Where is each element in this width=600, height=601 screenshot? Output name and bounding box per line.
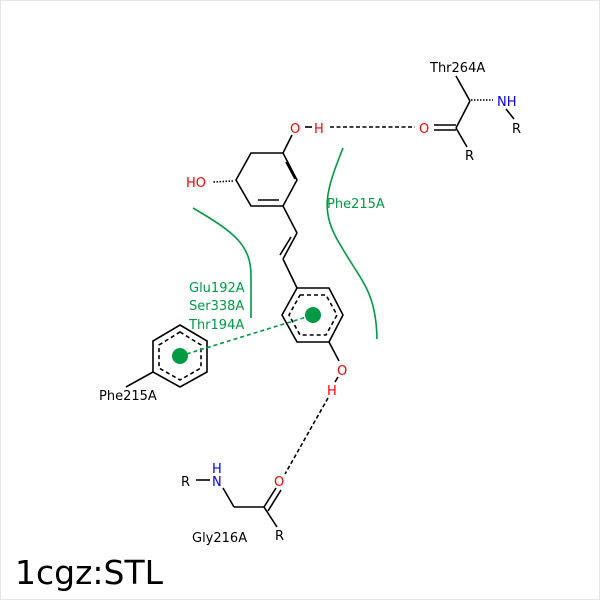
ring-centroid-ligand [305, 307, 321, 323]
atom-o-top: O [290, 122, 300, 137]
label-gly216: Gly216A [192, 531, 247, 546]
atom-r-thr-c: R [465, 149, 474, 164]
atom-r-thr-n: R [512, 122, 521, 137]
label-thr264: Thr264A [429, 61, 485, 76]
hydrophobic-arc-right [326, 147, 378, 340]
hashed-wedge-ho [212, 180, 234, 183]
atom-o-thr: O [419, 122, 429, 137]
atom-ho-ring: HO [186, 176, 206, 191]
pi-stacking-line [179, 314, 314, 357]
atom-h-top: H [314, 122, 324, 137]
ligand-ring-a [212, 134, 298, 207]
diagram-title: 1cgz:STL [15, 553, 164, 592]
label-glu192: Glu192A [189, 281, 245, 296]
thr264-fragment [434, 75, 515, 148]
hbond-gly216 [284, 397, 329, 475]
label-thr194: Thr194A [188, 318, 244, 333]
atom-n-gly: N [212, 475, 222, 490]
oh-bond-phenol [334, 376, 339, 383]
atom-h-phenol: H [327, 384, 337, 399]
vinyl-linker [279, 205, 298, 289]
atom-o-gly: O [274, 475, 284, 490]
atom-o-phenol: O [337, 364, 347, 379]
gly216-fragment [196, 479, 282, 528]
atom-r-gly-c: R [275, 529, 284, 544]
phe215-ring [125, 324, 208, 388]
label-phe215-ring: Phe215A [99, 389, 157, 404]
label-phe215-contact: Phe215A [327, 197, 385, 212]
atom-r-gly-n: R [181, 475, 190, 490]
label-ser338: Ser338A [189, 299, 244, 314]
hydrophobic-arc-left [192, 207, 252, 318]
atom-h-gly: H [212, 462, 222, 477]
ring-centroid-phe [172, 348, 188, 364]
ligand-ring-b [281, 287, 344, 362]
atom-nh-thr: NH [497, 95, 517, 110]
